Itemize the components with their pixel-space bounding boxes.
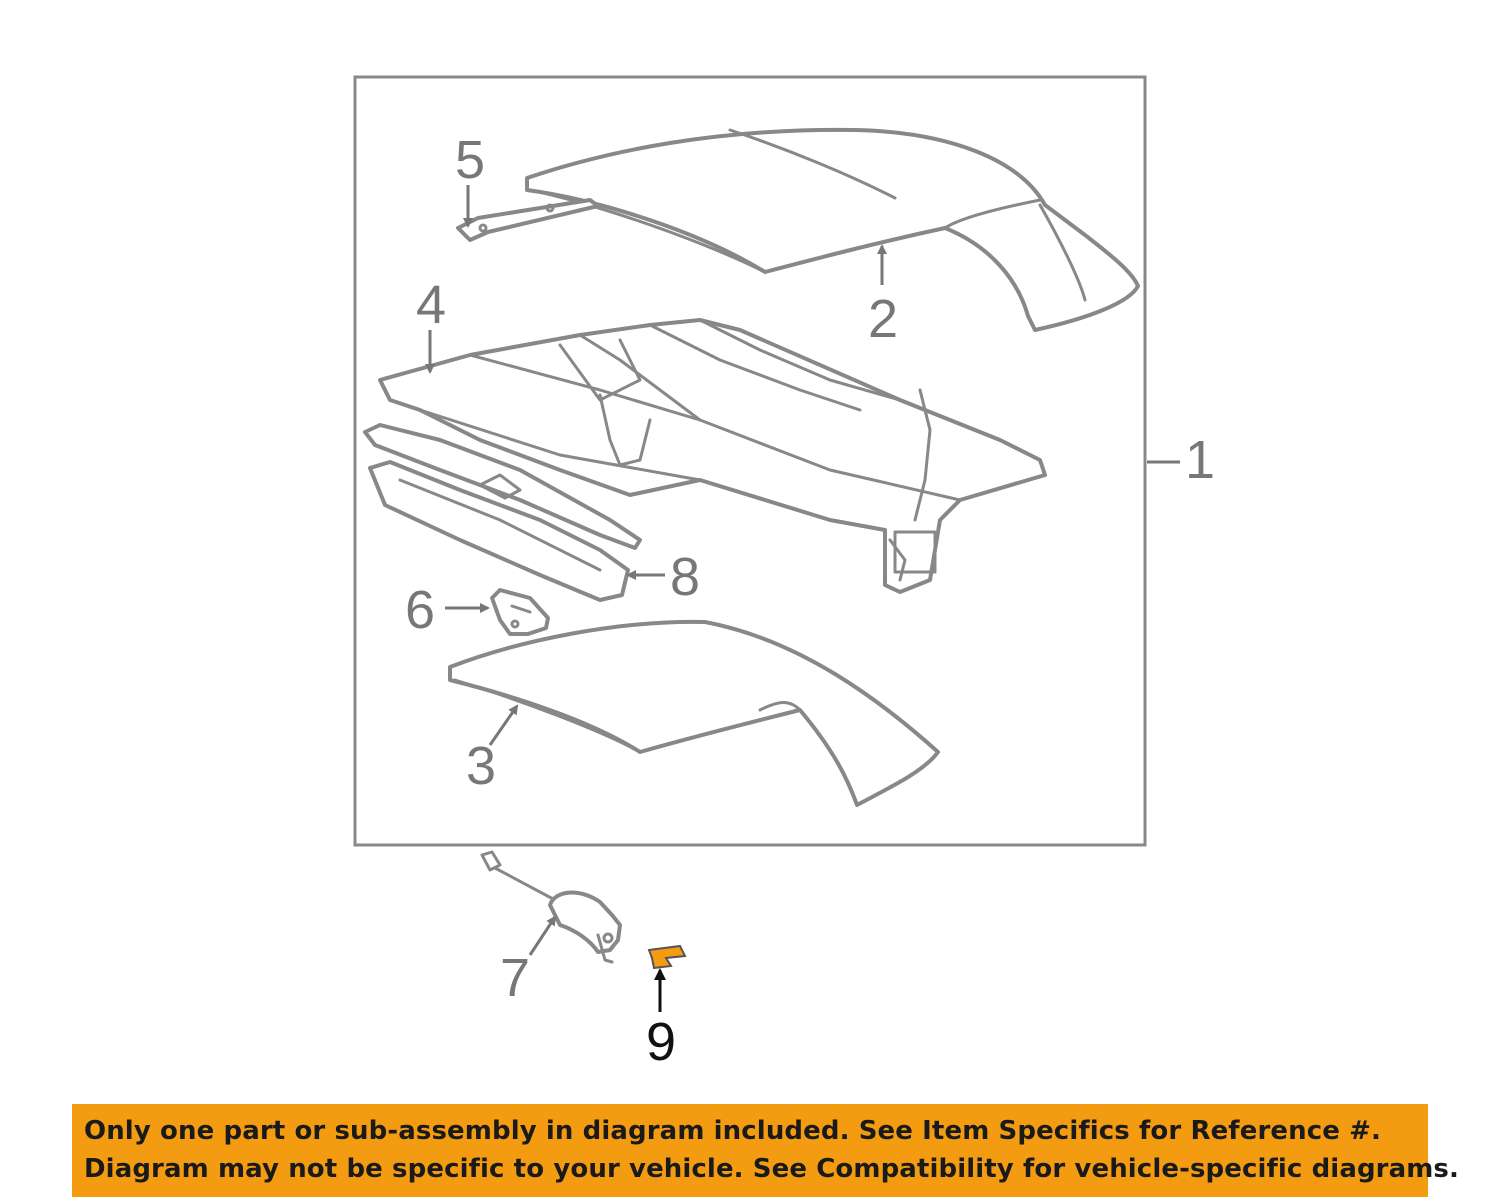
part-top-frame bbox=[378, 318, 1047, 594]
parts-diagram: 1 2 3 4 5 6 7 8 9 bbox=[353, 75, 1215, 1072]
callout-7: 7 bbox=[500, 948, 530, 1008]
disclaimer-banner: Only one part or sub-assembly in diagram… bbox=[72, 1104, 1459, 1197]
callout-8: 8 bbox=[670, 547, 700, 607]
callout-5: 5 bbox=[455, 130, 485, 190]
part-hinge-strip bbox=[456, 198, 600, 242]
callout-6: 6 bbox=[405, 580, 435, 640]
part-clip-highlighted bbox=[647, 944, 687, 970]
assembly-frame-box bbox=[353, 75, 1147, 847]
callout-9: 9 bbox=[646, 1012, 676, 1072]
callout-1: 1 bbox=[1185, 430, 1215, 490]
part-latch-bracket bbox=[490, 588, 550, 636]
part-headliner bbox=[448, 619, 940, 807]
leader-3 bbox=[488, 704, 519, 746]
callout-2: 2 bbox=[868, 289, 898, 349]
part-roof-cover bbox=[525, 127, 1140, 332]
disclaimer-line-2: Diagram may not be specific to your vehi… bbox=[84, 1154, 1459, 1184]
callout-3: 3 bbox=[466, 736, 496, 796]
leader-7 bbox=[528, 915, 557, 956]
disclaimer-line-1: Only one part or sub-assembly in diagram… bbox=[84, 1116, 1381, 1146]
part-motor-actuator bbox=[480, 850, 622, 964]
part-rail-weatherstrip bbox=[363, 423, 642, 602]
callout-4: 4 bbox=[416, 275, 446, 335]
